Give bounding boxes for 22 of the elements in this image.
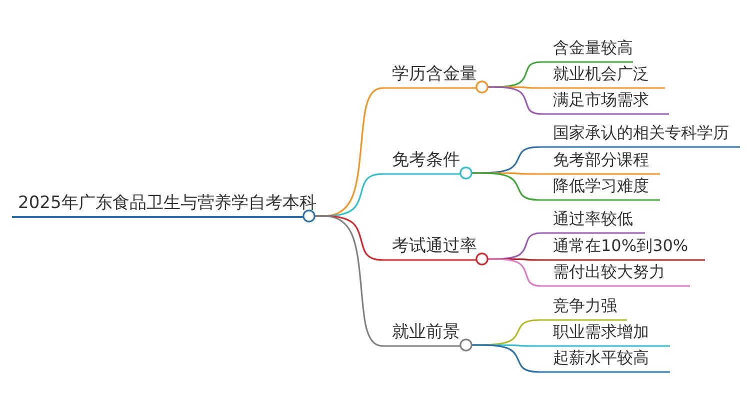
topic-label: 考试通过率 [388,236,487,260]
topic-label: 就业前景 [388,322,471,346]
topic-label: 国家承认的相关专科学历 [545,123,740,147]
branch-line [314,215,460,347]
topic-label: 2025年广东食品卫生与营养学自考本科 [12,193,314,217]
topic-label: 含金量较高 [545,38,633,62]
topic-label: 起薪水平较高 [545,348,670,372]
branch-line [487,86,669,115]
topic-label: 免考部分课程 [545,150,660,174]
topic-label: 满足市场需求 [545,90,669,114]
topic-label: 需付出较大努力 [545,262,690,286]
branch-line [471,172,660,201]
topic-label: 学历含金量 [388,64,487,88]
topic-label: 职业需求增加 [545,322,670,346]
topic-label: 通常在10%到30% [545,236,705,260]
topic-label: 就业机会广泛 [545,64,665,88]
topic-label: 降低学习难度 [545,176,660,200]
topic-label: 免考条件 [388,150,471,174]
branch-line [471,344,670,373]
topic-label: 竞争力强 [545,296,627,320]
topic-label: 通过率较低 [545,209,645,233]
branch-line [487,258,690,287]
